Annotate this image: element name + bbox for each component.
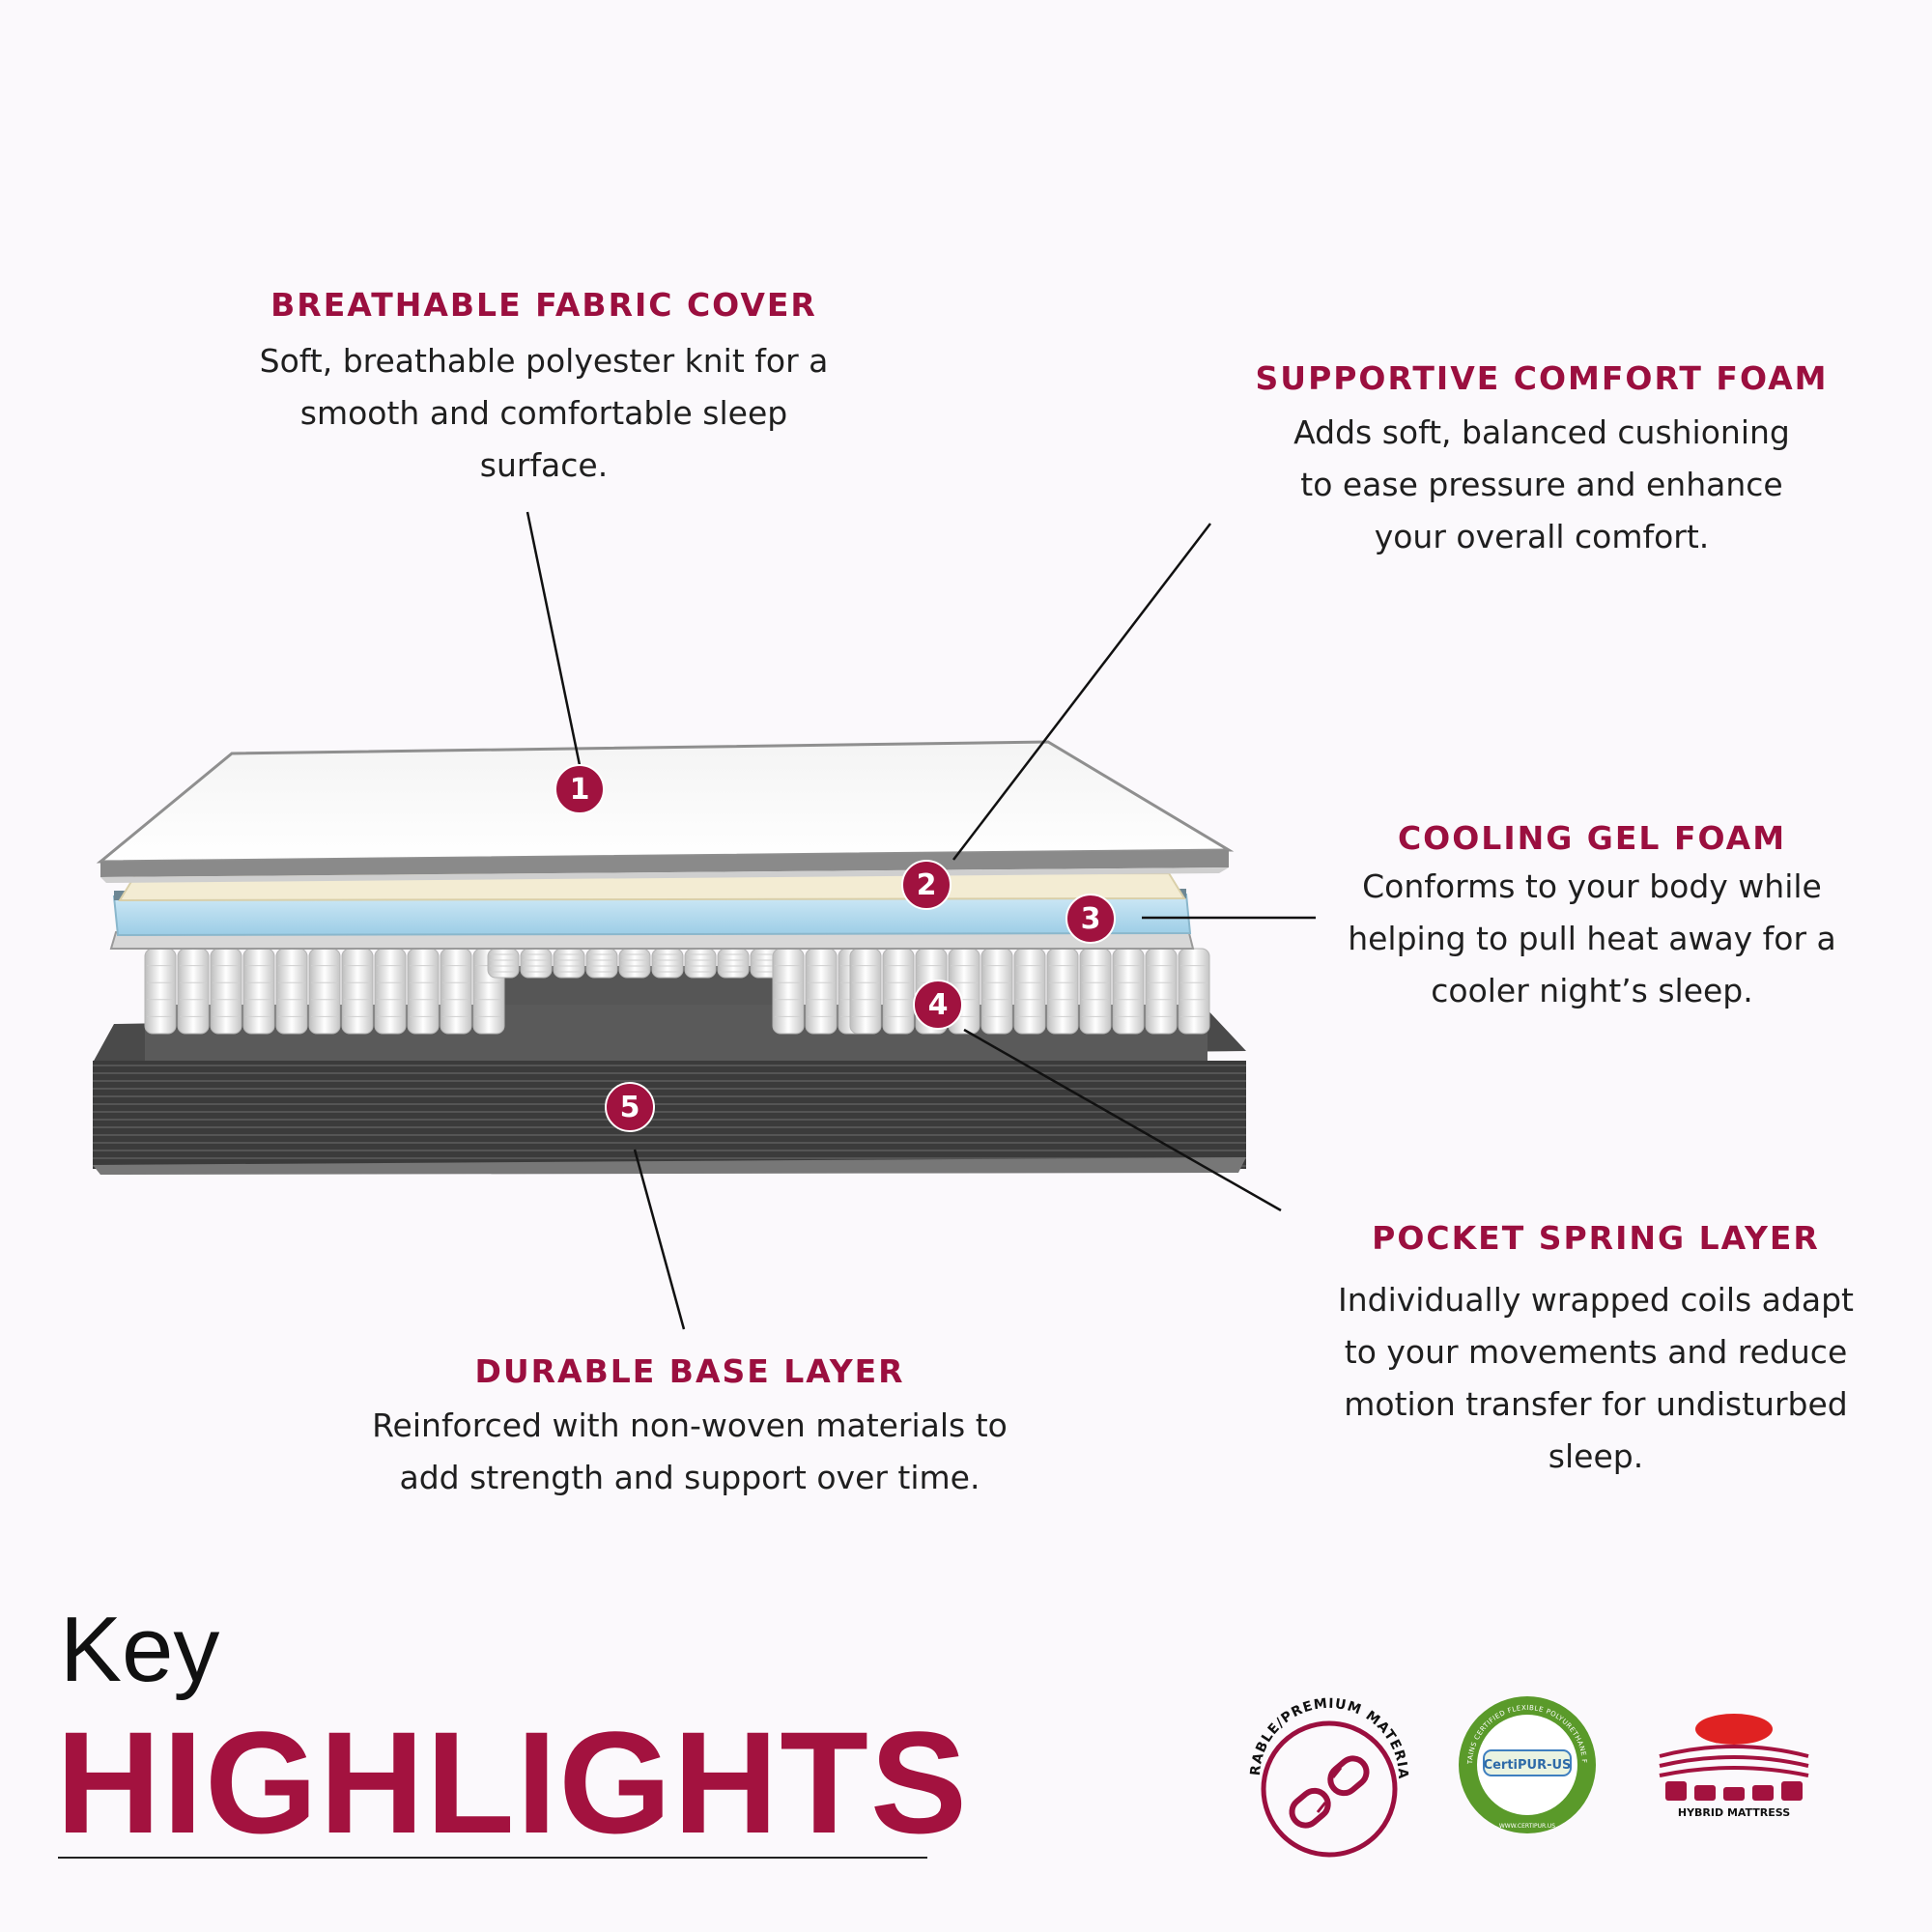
heading-key: Key [60,1598,220,1701]
hybrid-mattress-label: HYBRID MATTRESS [1677,1806,1791,1819]
callout-comfort-foam: SUPPORTIVE COMFORT FOAM Adds soft, balan… [1242,359,1841,563]
spring-coil [210,948,242,1035]
callout-text-line: to ease pressure and enhance [1300,466,1783,503]
spring-coil [308,948,341,1035]
spring-coil [144,948,177,1035]
fabric-cover-layer [96,740,1235,883]
callout-text-line: Individually wrapped coils adapt [1338,1281,1854,1319]
svg-text:CertiPUR-US: CertiPUR-US [1484,1758,1572,1773]
marker-3: 3 [1065,894,1116,944]
heading-underline [58,1857,927,1859]
callout-text-line: Conforms to your body while [1362,867,1822,905]
marker-1: 1 [554,764,605,814]
spring-coil [407,948,440,1035]
spring-coil [805,948,838,1035]
spring-coil [980,948,1013,1035]
pocket-spring-layer [144,948,1210,1035]
certipur-seal-icon: CONTAINS CERTIFIED FLEXIBLE POLYURETHANE… [1452,1687,1596,1833]
callout-text-line: to your movements and reduce [1344,1333,1848,1371]
spring-coil [177,948,210,1035]
spring-coil [882,948,915,1035]
callout-text-line: your overall comfort. [1374,518,1710,555]
spring-coil [275,948,308,1035]
callout-text-line: Reinforced with non-woven materials to [372,1406,1008,1444]
spring-coil [1145,948,1178,1035]
leader-lines [526,511,1316,1330]
svg-text:WWW.CERTIPUR.US: WWW.CERTIPUR.US [1499,1823,1555,1830]
callout-title: SUPPORTIVE COMFORT FOAM [1255,359,1829,397]
spring-coil [1046,948,1079,1035]
callout-fabric-cover: BREATHABLE FABRIC COVER Soft, breathable… [222,286,866,492]
spring-coil [849,948,882,1035]
durable-premium-badge: DURABLE/PREMIUM MATERIALS [1227,1669,1426,1874]
marker-2: 2 [901,860,952,910]
callout-text-line: cooler night’s sleep. [1431,972,1753,1009]
spring-coil [520,948,553,979]
hybrid-mattress-icon [1659,1714,1809,1801]
certipur-badge: CONTAINS CERTIFIED FLEXIBLE POLYURETHANE… [1452,1687,1600,1837]
spring-coil [1178,948,1210,1035]
spring-coil [1079,948,1112,1035]
spring-coil [772,948,805,1035]
callout-base-layer: DURABLE BASE LAYER Reinforced with non-w… [340,1352,1039,1504]
callout-text-line: sleep. [1548,1437,1644,1475]
broken-chain-icon: DURABLE/PREMIUM MATERIALS [1227,1669,1410,1858]
spring-coil [242,948,275,1035]
callout-gel-foam: COOLING GEL FOAM Conforms to your body w… [1321,819,1862,1017]
svg-text:DURABLE/PREMIUM MATERIALS: DURABLE/PREMIUM MATERIALS [1233,1681,1410,1780]
callout-text-line: Adds soft, balanced cushioning [1293,413,1790,451]
spring-coil [374,948,407,1035]
spring-coil [487,948,520,979]
callout-text-line: motion transfer for undisturbed [1344,1385,1848,1423]
callout-title: COOLING GEL FOAM [1397,819,1787,857]
spring-coil [717,948,750,979]
hybrid-mattress-badge: HYBRID MATTRESS [1652,1708,1816,1824]
callout-text-line: smooth and comfortable sleep [299,394,788,432]
heading-highlights: HIGHLIGHTS [56,1701,969,1863]
marker-4: 4 [913,980,963,1030]
callout-title: BREATHABLE FABRIC COVER [270,286,817,324]
callout-text-line: surface. [479,446,609,484]
callout-text-line: helping to pull heat away for a [1348,920,1836,957]
spring-coil [341,948,374,1035]
spring-coil [1112,948,1145,1035]
callout-text-line: add strength and support over time. [399,1459,980,1496]
callout-text-line: Soft, breathable polyester knit for a [259,342,829,380]
callout-title: POCKET SPRING LAYER [1372,1219,1820,1257]
spring-coil [618,948,651,979]
spring-coil [684,948,717,979]
callout-pocket-springs: POCKET SPRING LAYER Individually wrapped… [1306,1219,1886,1483]
marker-5: 5 [605,1082,655,1132]
spring-coil [553,948,585,979]
callout-title: DURABLE BASE LAYER [474,1352,905,1390]
spring-coil [1013,948,1046,1035]
spring-coil [651,948,684,979]
spring-coil [585,948,618,979]
spring-coil [440,948,472,1035]
